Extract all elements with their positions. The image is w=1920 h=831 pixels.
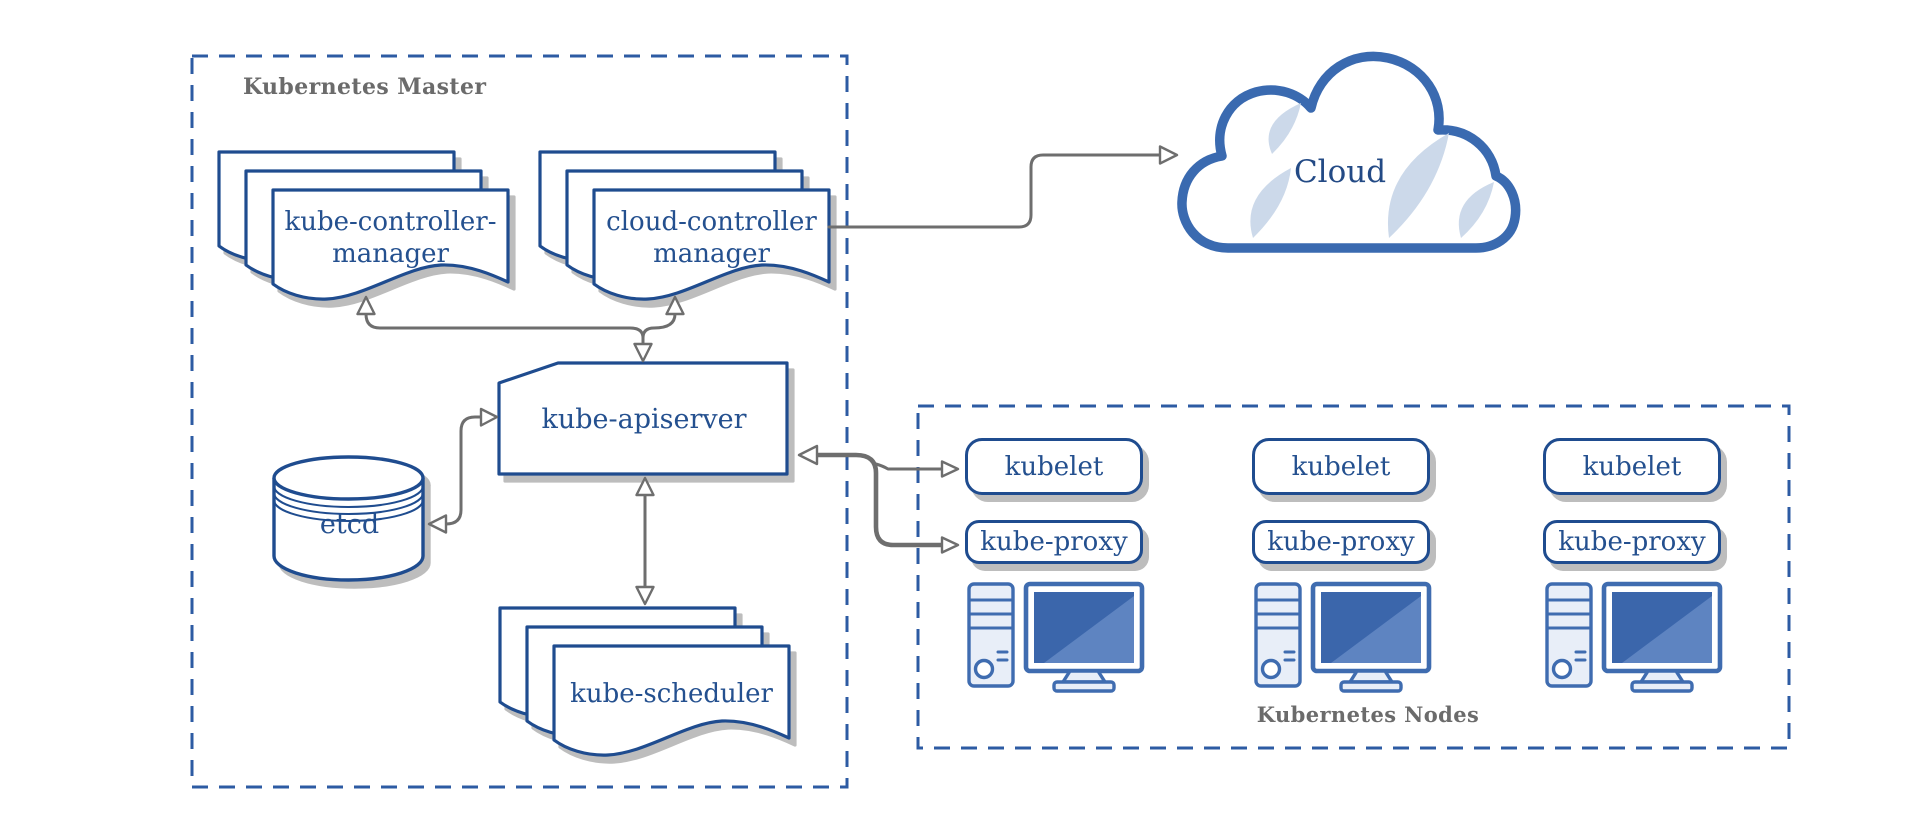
computer-icon [969, 584, 1142, 691]
nodes-title: Kubernetes Nodes [1256, 702, 1480, 727]
master-boundary-box [190, 54, 849, 789]
computer-icon [1547, 584, 1720, 691]
kubelet-box-node2: kubelet [1252, 438, 1430, 495]
cloud-icon [1177, 51, 1521, 253]
kube-apiserver-shape [497, 361, 789, 476]
kube-proxy-box-node2: kube-proxy [1252, 520, 1430, 564]
kube-scheduler-shape [498, 606, 791, 757]
etcd-shape [272, 455, 425, 582]
arrow-apiserver-scheduler [635, 476, 655, 606]
arrow-apiserver-controller-managers [356, 295, 685, 363]
kube-controller-manager-shape [217, 150, 510, 301]
arrow-etcd-apiserver [427, 407, 499, 534]
master-title: Kubernetes Master [243, 74, 487, 100]
cloud-controller-manager-shape [538, 150, 831, 301]
kube-proxy-box-node1: kube-proxy [965, 520, 1143, 564]
computer-icon [1256, 584, 1429, 691]
nodes-boundary-box [916, 404, 1791, 750]
kube-proxy-box-node3: kube-proxy [1543, 520, 1721, 564]
kubelet-box-node3: kubelet [1543, 438, 1721, 495]
kubelet-box-node1: kubelet [965, 438, 1143, 495]
arrow-ccm-cloud [827, 145, 1179, 229]
arrow-apiserver-nodes [797, 444, 960, 554]
